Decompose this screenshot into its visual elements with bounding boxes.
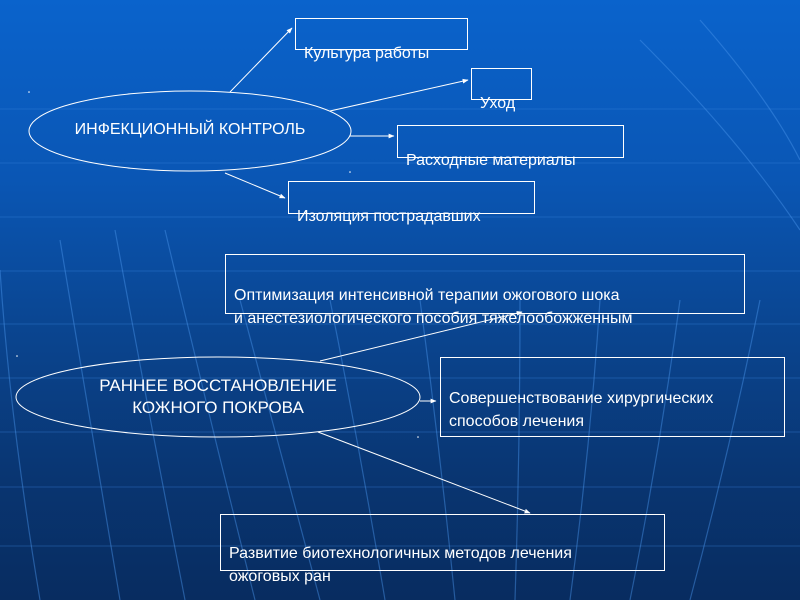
branch-biotech-methods-label: Развитие биотехнологичных методов лечени…	[229, 545, 572, 585]
branch-consumables: Расходные материалы	[397, 125, 624, 169]
infection-control-ellipse	[28, 90, 352, 172]
branch-work-culture: Культура работы	[295, 18, 468, 62]
branch-surgical-improvement-label: Совершенствование хирургических способов…	[449, 390, 714, 430]
branch-surgical-improvement: Совершенствование хирургических способов…	[440, 357, 785, 437]
skin-recovery-ellipse	[15, 356, 421, 438]
branch-victim-isolation: Изоляция пострадавших	[288, 181, 535, 225]
branch-care-label: Уход	[480, 95, 516, 112]
branch-victim-isolation-label: Изоляция пострадавших	[297, 208, 481, 225]
infection-control-label: ИНФЕКЦИОННЫЙ КОНТРОЛЬ	[74, 121, 306, 138]
branch-consumables-label: Расходные материалы	[406, 152, 576, 169]
branch-biotech-methods: Развитие биотехнологичных методов лечени…	[220, 514, 665, 585]
branch-work-culture-label: Культура работы	[304, 45, 430, 62]
branch-care: Уход	[471, 68, 532, 112]
skin-recovery-label: РАННЕЕ ВОССТАНОВЛЕНИЕ КОЖНОГО ПОКРОВА	[99, 376, 337, 417]
branch-shock-therapy-label: Оптимизация интенсивной терапии ожоговог…	[234, 287, 633, 327]
branch-shock-therapy-optimization: Оптимизация интенсивной терапии ожоговог…	[225, 254, 745, 327]
